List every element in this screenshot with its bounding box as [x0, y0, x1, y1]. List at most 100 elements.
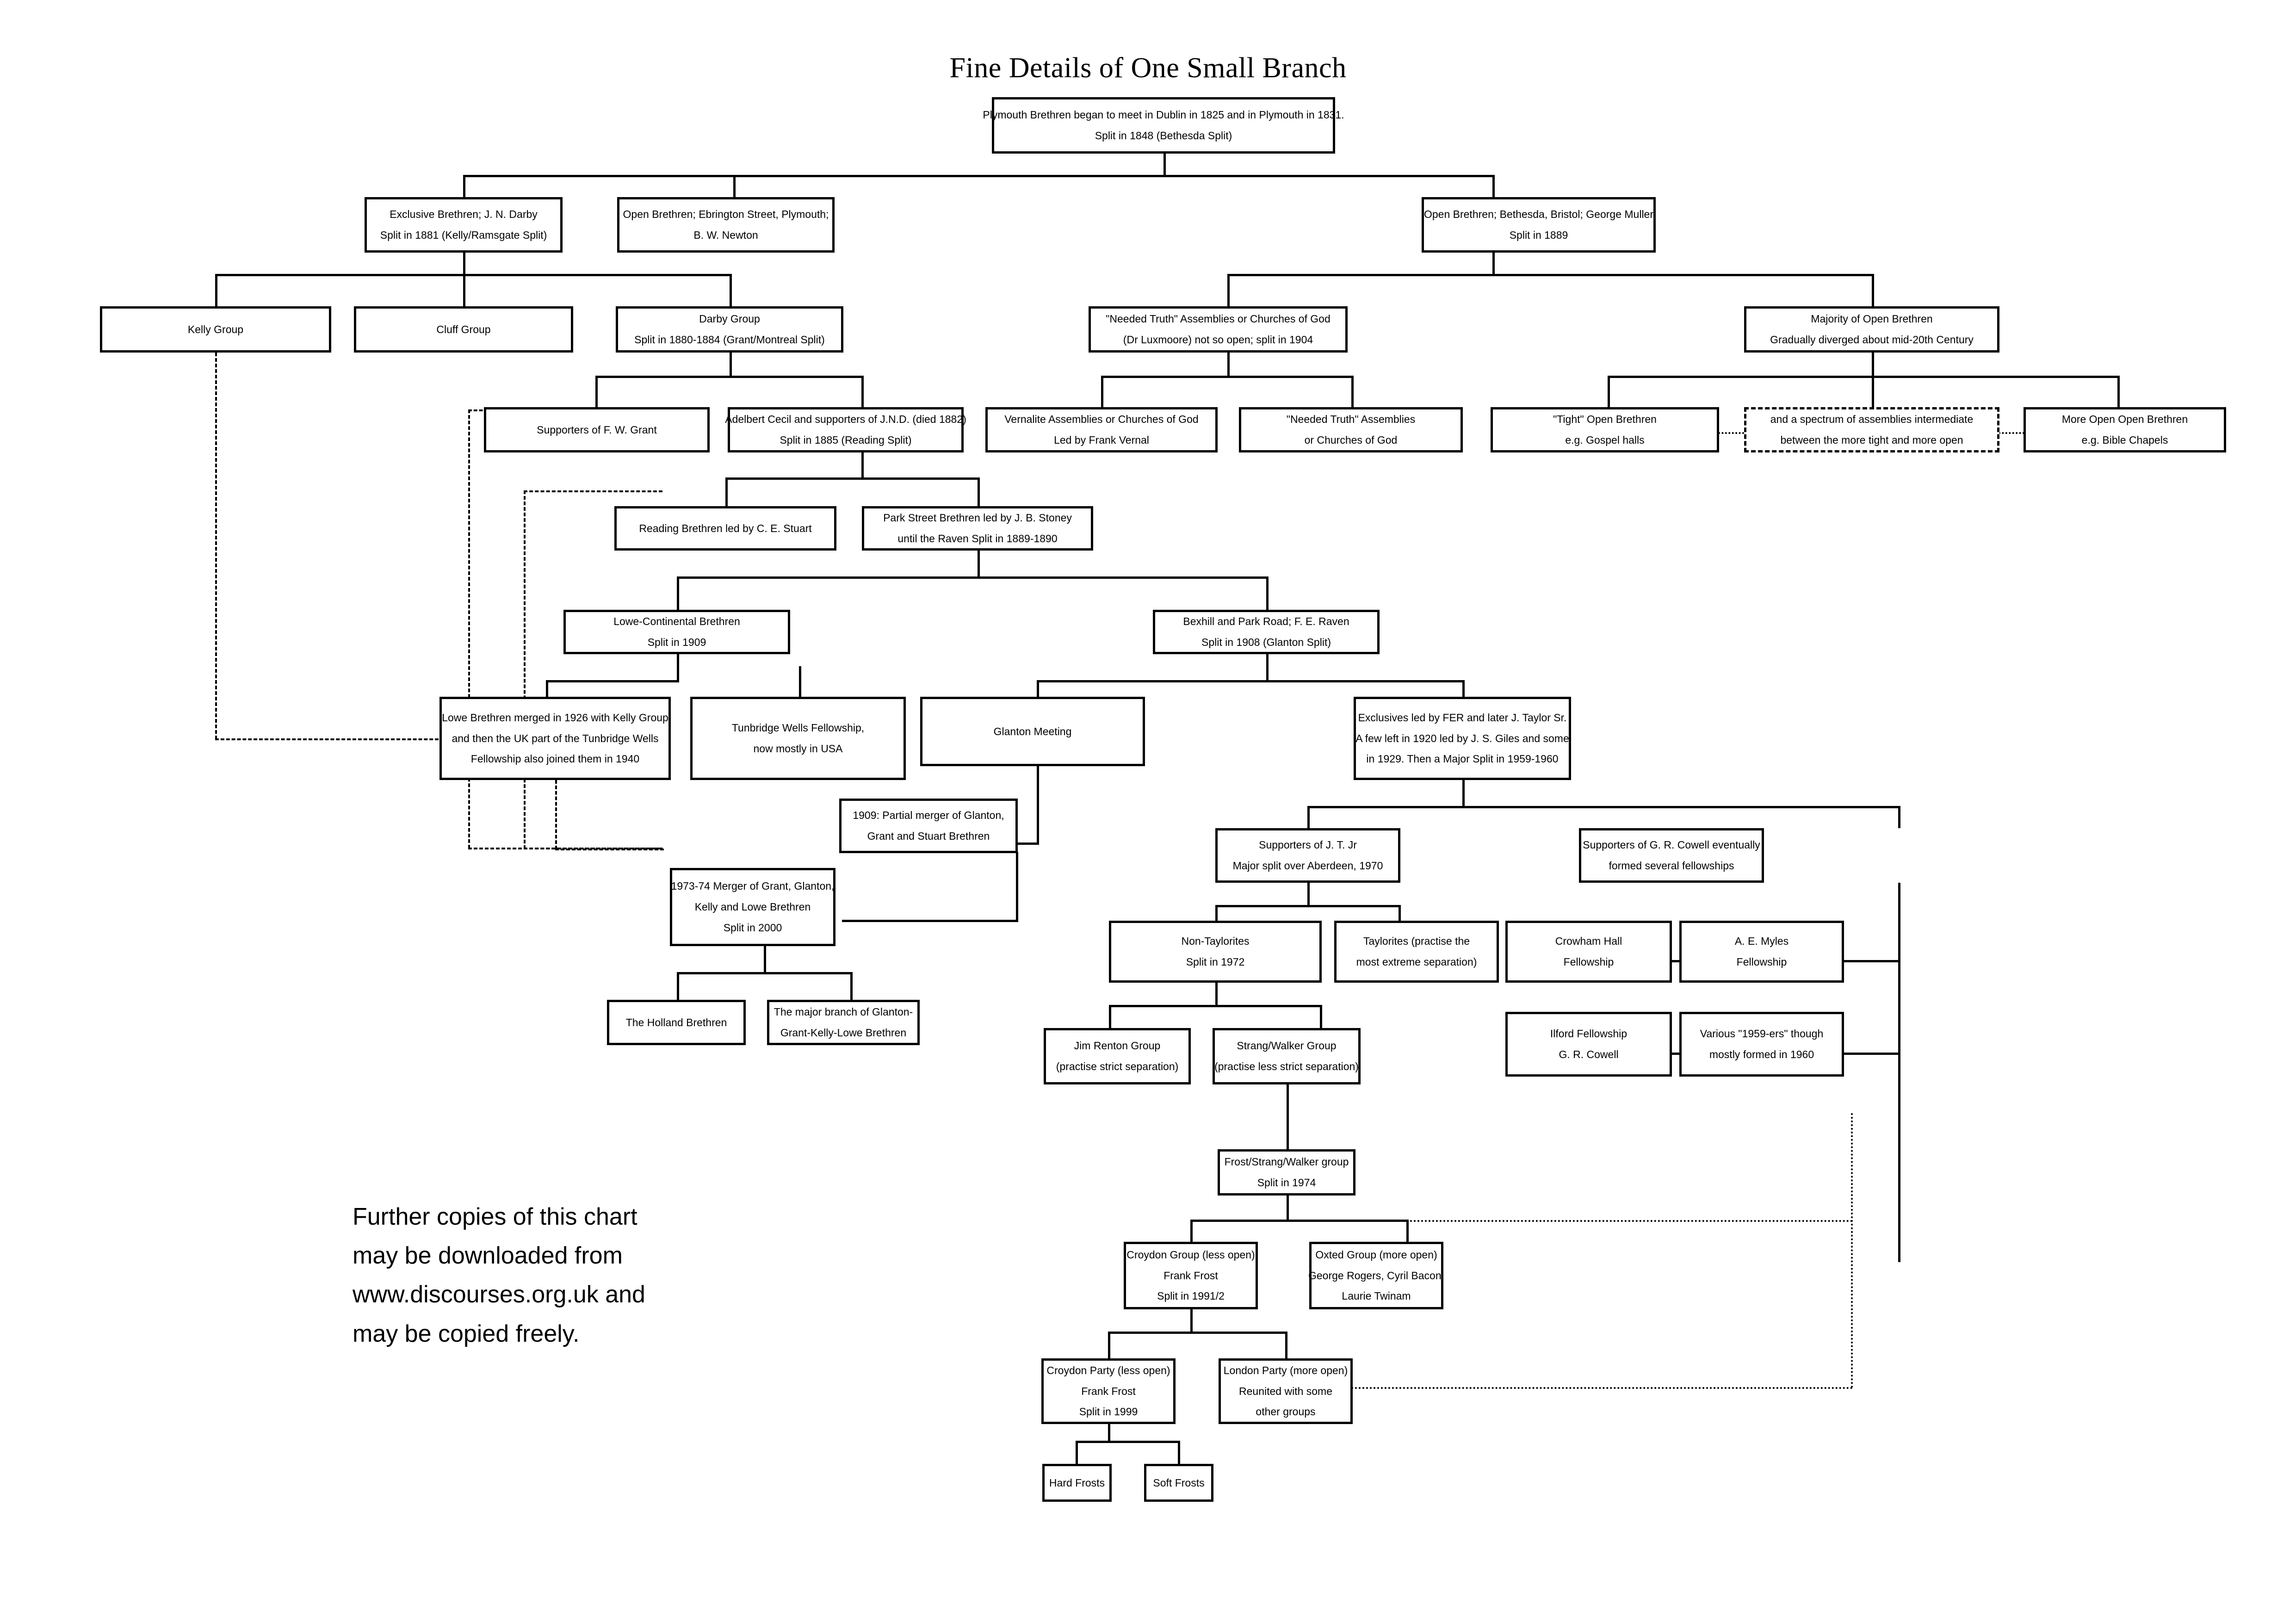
node-fer-line-0: Exclusives led by FER and later J. Taylo…	[1358, 711, 1567, 724]
node-spectrum-line-1: between the more tight and more open	[1780, 434, 1963, 446]
spectrum-link-right	[1999, 432, 2024, 434]
node-more-open-open-brethren[interactable]: More Open Open Brethren e.g. Bible Chape…	[2024, 407, 2226, 452]
footer-line-3: www.discourses.org.uk and	[353, 1281, 645, 1308]
node-reading-brethren[interactable]: Reading Brethren led by C. E. Stuart	[614, 506, 836, 551]
node-croydonpty-line-1: Frank Frost	[1081, 1385, 1136, 1397]
node-bexhill-line-1: Split in 1908 (Glanton Split)	[1201, 636, 1331, 648]
node-lowe-brethren-merged[interactable]: Lowe Brethren merged in 1926 with Kelly …	[439, 697, 671, 780]
node-kelly-group[interactable]: Kelly Group	[100, 306, 331, 353]
connector-majority-up	[1872, 274, 1874, 306]
node-tunbridge-wells-fellowship[interactable]: Tunbridge Wells Fellowship, now mostly i…	[690, 697, 906, 780]
connector-bexhill-down	[1266, 654, 1269, 682]
node-1973-74-merger[interactable]: 1973-74 Merger of Grant, Glanton, Kelly …	[670, 868, 835, 946]
connector-row6-bus-lowe	[546, 680, 679, 682]
connector-darby-down	[730, 353, 732, 378]
node-exclusives-fer-taylor[interactable]: Exclusives led by FER and later J. Taylo…	[1354, 697, 1571, 780]
node-crowham-hall-fellowship[interactable]: Crowham Hall Fellowship	[1505, 921, 1672, 983]
node-merge1973-line-0: 1973-74 Merger of Grant, Glanton,	[671, 880, 835, 892]
reunion-line-1959-v	[1851, 1113, 1853, 1388]
node-parkstreet-line-0: Park Street Brethren led by J. B. Stoney	[883, 512, 1072, 524]
connector-grant-up	[595, 376, 598, 407]
node-crowham-line-0: Crowham Hall	[1555, 935, 1622, 948]
node-bexhill-park-road-raven[interactable]: Bexhill and Park Road; F. E. Raven Split…	[1153, 610, 1380, 654]
node-root-line-1: Split in 1848 (Bethesda Split)	[1095, 130, 1232, 142]
node-renton-line-0: Jim Renton Group	[1074, 1040, 1161, 1052]
node-vernalite-assemblies[interactable]: Vernalite Assemblies or Churches of God …	[985, 407, 1218, 452]
node-lowe-continental-brethren[interactable]: Lowe-Continental Brethren Split in 1909	[563, 610, 790, 654]
connector-croydongrp-up	[1190, 1220, 1193, 1242]
node-needed-truth-assemblies-1904[interactable]: "Needed Truth" Assemblies or Churches of…	[1089, 306, 1348, 353]
node-frost-strang-walker[interactable]: Frost/Strang/Walker group Split in 1974	[1218, 1149, 1355, 1196]
node-needed-truth-assemblies[interactable]: "Needed Truth" Assemblies or Churches of…	[1239, 407, 1463, 452]
node-holland-brethren[interactable]: The Holland Brethren	[607, 1000, 746, 1045]
node-major-branch-glanton[interactable]: The major branch of Glanton- Grant-Kelly…	[767, 1000, 920, 1045]
node-soft-frosts[interactable]: Soft Frosts	[1144, 1464, 1213, 1502]
connector-moreopen-up	[2117, 376, 2120, 407]
node-supporters-fw-grant[interactable]: Supporters of F. W. Grant	[484, 407, 710, 452]
connector-strang-up	[1320, 1005, 1322, 1028]
node-open-brethren-ebrington[interactable]: Open Brethren; Ebrington Street, Plymout…	[617, 197, 835, 253]
node-exclusive-brethren[interactable]: Exclusive Brethren; J. N. Darby Split in…	[365, 197, 563, 253]
node-jtjr-line-1: Major split over Aberdeen, 1970	[1232, 860, 1383, 872]
node-hard-frosts[interactable]: Hard Frosts	[1042, 1464, 1112, 1502]
connector-row2-bus-left	[215, 274, 730, 276]
connector-softfrosts-up	[1178, 1441, 1180, 1464]
connector-row8-bus	[677, 972, 853, 974]
merge-line-reading-h-top	[524, 490, 662, 492]
connector-exclusive-up	[463, 175, 465, 197]
node-darby-group[interactable]: Darby Group Split in 1880-1884 (Grant/Mo…	[616, 306, 843, 353]
connector-lowecont-up	[677, 576, 679, 610]
node-open-brethren-bethesda[interactable]: Open Brethren; Bethesda, Bristol; George…	[1422, 197, 1656, 253]
node-oxted-group[interactable]: Oxted Group (more open) George Rogers, C…	[1308, 1242, 1444, 1309]
node-spectrum-intermediate[interactable]: and a spectrum of assemblies intermediat…	[1744, 407, 1999, 452]
node-adelbert-cecil[interactable]: Adelbert Cecil and supporters of J.N.D. …	[725, 407, 966, 452]
footer-note: Further copies of this chart may be down…	[353, 1197, 676, 1353]
node-croydongrp-line-1: Frank Frost	[1163, 1269, 1218, 1282]
node-frost-line-1: Split in 1974	[1257, 1177, 1316, 1189]
node-nontaylor-line-0: Non-Taylorites	[1181, 935, 1250, 948]
node-ilford-fellowship[interactable]: Ilford Fellowship G. R. Cowell	[1505, 1012, 1672, 1077]
node-park-street-brethren[interactable]: Park Street Brethren led by J. B. Stoney…	[862, 506, 1093, 551]
node-moreopen-line-0: More Open Open Brethren	[2061, 413, 2188, 426]
node-lowemerged-line-1: and then the UK part of the Tunbridge We…	[452, 732, 659, 744]
node-ae-myles-fellowship[interactable]: A. E. Myles Fellowship	[1679, 921, 1844, 983]
node-jim-renton-group[interactable]: Jim Renton Group (practise strict separa…	[1044, 1028, 1191, 1084]
node-croydon-group[interactable]: Croydon Group (less open) Frank Frost Sp…	[1124, 1242, 1258, 1309]
connector-vernalite-up	[1101, 376, 1103, 407]
node-root[interactable]: Plymouth Brethren began to meet in Dubli…	[983, 97, 1344, 154]
node-various-1959-ers[interactable]: Various "1959-ers" though mostly formed …	[1679, 1012, 1844, 1077]
node-frost-line-0: Frost/Strang/Walker group	[1224, 1156, 1349, 1168]
node-supporters-gr-cowell[interactable]: Supporters of G. R. Cowell eventually fo…	[1579, 828, 1764, 883]
node-various59-line-0: Various "1959-ers" though	[1700, 1028, 1824, 1040]
node-strang-line-0: Strang/Walker Group	[1237, 1040, 1337, 1052]
connector-needed2-up	[1351, 376, 1354, 407]
node-taylorites[interactable]: Taylorites (practise the most extreme se…	[1334, 921, 1499, 983]
merge-line-kelly-v	[215, 353, 217, 739]
node-croydon-party[interactable]: Croydon Party (less open) Frank Frost Sp…	[1041, 1358, 1176, 1424]
node-non-taylorites[interactable]: Non-Taylorites Split in 1972	[1109, 921, 1322, 983]
connector-croydonpty-down	[1108, 1424, 1110, 1443]
node-strang-walker-group[interactable]: Strang/Walker Group (practise less stric…	[1213, 1028, 1361, 1084]
node-majority-open-brethren[interactable]: Majority of Open Brethren Gradually dive…	[1744, 306, 1999, 353]
node-1909-partial-merger[interactable]: 1909: Partial merger of Glanton, Grant a…	[839, 799, 1018, 853]
node-london-party[interactable]: London Party (more open) Reunited with s…	[1219, 1358, 1353, 1424]
node-needed1-line-1: (Dr Luxmoore) not so open; split in 1904	[1123, 334, 1313, 346]
connector-tight-up	[1608, 376, 1610, 407]
node-supporters-jt-jr[interactable]: Supporters of J. T. Jr Major split over …	[1215, 828, 1400, 883]
connector-row8-bus-jtjr	[1215, 905, 1400, 907]
node-needed2-line-1: or Churches of God	[1304, 434, 1398, 446]
node-fer-line-2: in 1929. Then a Major Split in 1959-1960	[1366, 753, 1559, 765]
connector-parkstreet-up	[978, 477, 980, 506]
reunion-line-1959-to-frost	[1351, 1220, 1853, 1222]
node-tunbridge-line-0: Tunbridge Wells Fellowship,	[731, 722, 865, 734]
connector-frost-down	[1287, 1196, 1289, 1221]
footer-line-2: may be downloaded from	[353, 1242, 623, 1270]
node-taylorites-line-1: most extreme separation)	[1356, 956, 1477, 968]
node-tight-open-brethren[interactable]: "Tight" Open Brethren e.g. Gospel halls	[1491, 407, 1719, 452]
connector-croydonpty-up	[1108, 1332, 1110, 1358]
node-glanton-meeting[interactable]: Glanton Meeting	[920, 697, 1145, 766]
connector-spectrum-up	[1872, 376, 1874, 407]
node-cluff-group[interactable]: Cluff Group	[354, 306, 573, 353]
node-vernalite-line-0: Vernalite Assemblies or Churches of God	[1004, 413, 1199, 426]
connector-glanton-up	[1037, 680, 1039, 697]
